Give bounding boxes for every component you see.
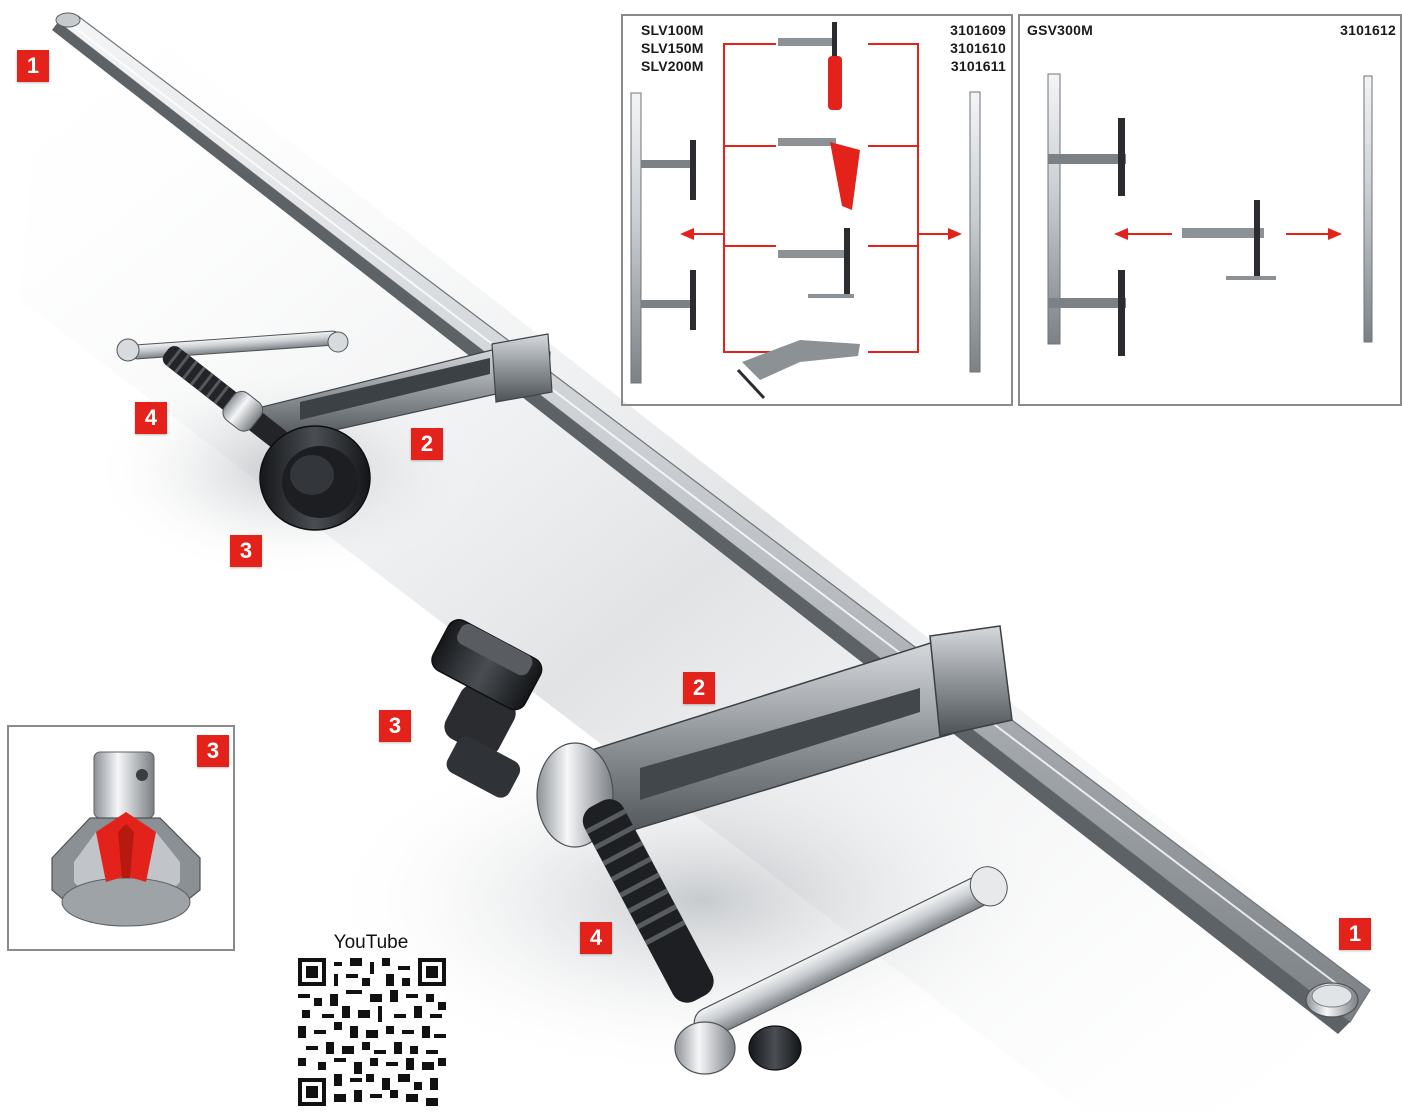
model-label-slv100m: SLV100M (641, 22, 704, 38)
badge-arm-small: 2 (411, 428, 443, 460)
article-code-3101611: 3101611 (950, 58, 1006, 74)
red-arrow-icon (680, 228, 694, 240)
badge-pad-small: 3 (230, 535, 262, 567)
accessory-diagram-left (630, 22, 981, 400)
accessory-diagram-right (1047, 73, 1373, 356)
red-arrow-icon (1328, 228, 1342, 240)
badge-rail-end-bottom: 1 (1339, 918, 1371, 950)
article-code-3101612: 3101612 (1340, 22, 1396, 38)
clamp-small (116, 330, 553, 531)
youtube-label: YouTube (333, 932, 409, 953)
accessory-panel-left (621, 14, 1013, 406)
badge-rail-end-top: 1 (17, 50, 49, 82)
article-code-3101609: 3101609 (950, 22, 1006, 38)
red-arrow-icon (948, 228, 962, 240)
pad-cutaway-illustration (7, 725, 235, 951)
badge-spindle-small: 4 (135, 402, 167, 434)
badge-pad-large: 3 (379, 710, 411, 742)
qr-code[interactable] (298, 958, 446, 1106)
badge-pad-inset: 3 (197, 735, 229, 767)
article-code-3101610: 3101610 (950, 40, 1006, 56)
accessory-panel-right (1018, 14, 1402, 406)
model-label-gsv300m: GSV300M (1027, 22, 1093, 38)
model-label-slv200m: SLV200M (641, 58, 704, 74)
shadow-large-clamp (320, 720, 1080, 1080)
model-label-slv150m: SLV150M (641, 40, 704, 56)
red-arrow-icon (1114, 228, 1128, 240)
clamp-large (431, 619, 1013, 1075)
clamp-rail (52, 12, 1371, 1034)
badge-spindle-large: 4 (580, 922, 612, 954)
badge-arm-large: 2 (683, 672, 715, 704)
